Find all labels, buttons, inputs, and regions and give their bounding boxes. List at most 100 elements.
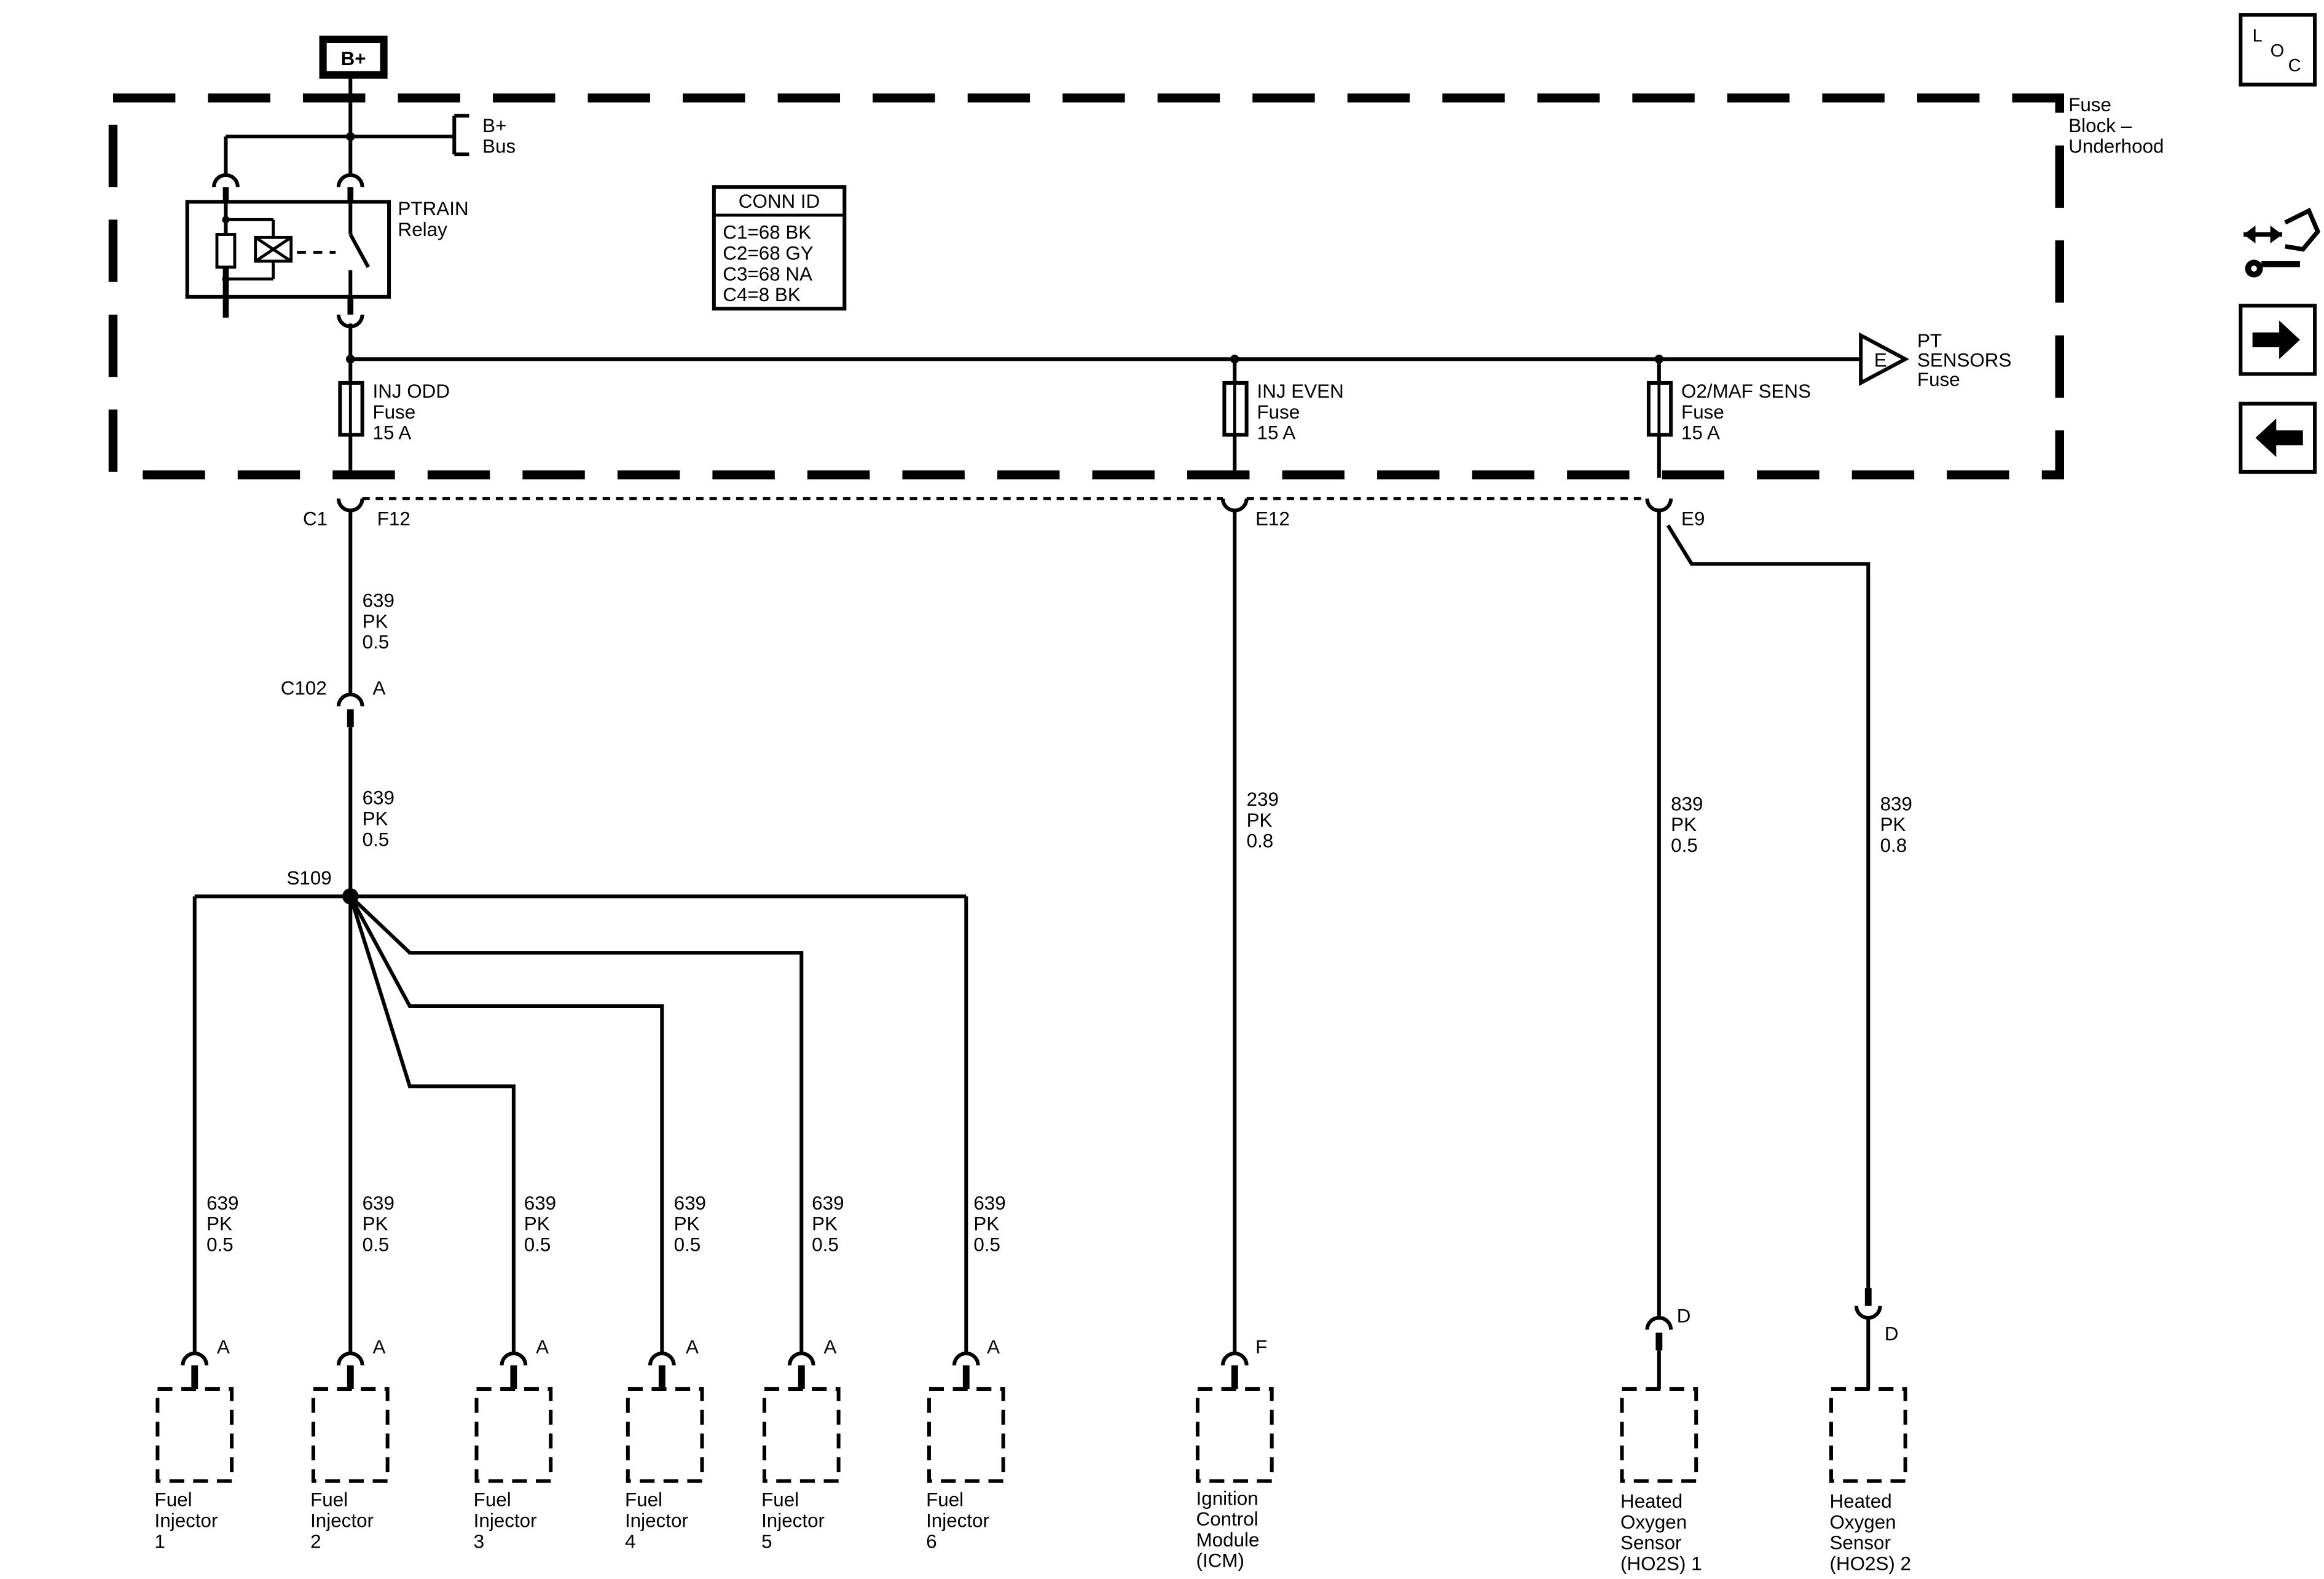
component-locator-icon[interactable] <box>2244 207 2321 278</box>
wire-icm: 239 PK 0.8 <box>1233 510 1279 1353</box>
svg-text:2: 2 <box>310 1530 321 1552</box>
svg-text:Heated: Heated <box>1830 1490 1892 1512</box>
svg-text:Sensor: Sensor <box>1830 1532 1891 1554</box>
svg-text:A: A <box>217 1336 230 1358</box>
svg-text:F: F <box>1255 1336 1267 1358</box>
svg-text:Injector: Injector <box>625 1510 688 1531</box>
svg-text:Oxygen: Oxygen <box>1830 1511 1896 1533</box>
svg-text:0.5: 0.5 <box>363 829 390 850</box>
svg-text:PT: PT <box>1917 330 1942 352</box>
loc-letter: L <box>2253 26 2263 46</box>
pt-sensors-reference[interactable]: E PT SENSORS Fuse <box>1859 330 2011 390</box>
svg-text:0.5: 0.5 <box>1671 835 1698 856</box>
svg-text:Module: Module <box>1196 1529 1260 1551</box>
connector-e9-label: E9 <box>1681 508 1705 530</box>
svg-text:O2/MAF SENS: O2/MAF SENS <box>1681 380 1811 402</box>
arrow-left-icon[interactable] <box>2239 401 2317 474</box>
component-fuel-injector-1[interactable]: A Fuel Injector 1 <box>155 1336 234 1552</box>
wire-inj-odd-trunk <box>336 510 364 897</box>
power-label: B+ <box>341 48 366 69</box>
conn-id-row: C1=68 BK <box>723 222 811 243</box>
svg-text:Fuel: Fuel <box>761 1489 799 1511</box>
svg-text:639: 639 <box>674 1192 706 1214</box>
svg-text:639: 639 <box>973 1192 1005 1214</box>
svg-text:0.5: 0.5 <box>206 1234 234 1255</box>
injector-wire-label: 639 PK 0.5 <box>812 1192 844 1256</box>
svg-text:PK: PK <box>363 808 388 829</box>
conn-id-row: C3=68 NA <box>723 263 812 285</box>
loc-letter: O <box>2271 41 2285 61</box>
svg-text:5: 5 <box>761 1530 772 1552</box>
svg-text:(ICM): (ICM) <box>1196 1550 1244 1572</box>
connector-c102-label: C102 <box>281 677 327 699</box>
svg-text:0.5: 0.5 <box>363 1234 390 1255</box>
wire-ho2s-1: 839 PK 0.5 <box>1657 510 1703 1318</box>
component-fuel-injector-6[interactable]: A Fuel Injector 6 <box>926 1336 1005 1552</box>
top-bus-wiring <box>224 78 469 175</box>
svg-text:(HO2S) 1: (HO2S) 1 <box>1620 1553 1702 1575</box>
injector-wire-label: 639 PK 0.5 <box>363 1192 395 1256</box>
svg-text:Fuse: Fuse <box>1917 369 1960 390</box>
splice-s109 <box>192 888 968 1353</box>
component-fuel-injector-4[interactable]: A Fuel Injector 4 <box>625 1336 704 1552</box>
component-icm[interactable]: F Ignition Control Module (ICM) <box>1195 1336 1274 1572</box>
svg-text:839: 839 <box>1880 793 1912 814</box>
svg-text:A: A <box>536 1336 549 1358</box>
svg-text:839: 839 <box>1671 793 1703 814</box>
svg-text:0.8: 0.8 <box>1880 835 1907 856</box>
wire-label: 639 PK 0.5 <box>363 787 395 851</box>
connector-c102-pin: A <box>373 677 386 699</box>
fuse-block-label: Fuse Block – Underhood <box>2068 94 2164 157</box>
component-ho2s-1[interactable]: D Heated Oxygen Sensor (HO2S) 1 <box>1620 1305 1702 1575</box>
svg-text:639: 639 <box>363 787 395 809</box>
connector-e12-label: E12 <box>1255 508 1290 530</box>
svg-text:Injector: Injector <box>474 1510 537 1531</box>
svg-text:PK: PK <box>363 1213 388 1235</box>
svg-text:SENSORS: SENSORS <box>1917 349 2011 371</box>
fuse-o2-maf-sens: O2/MAF SENS Fuse 15 A <box>1646 380 1811 478</box>
svg-text:Heated: Heated <box>1620 1490 1682 1512</box>
svg-text:A: A <box>824 1336 837 1358</box>
svg-text:Fuel: Fuel <box>474 1489 511 1511</box>
injector-wire-label: 639 PK 0.5 <box>674 1192 706 1256</box>
svg-text:Fuel: Fuel <box>310 1489 348 1511</box>
component-fuel-injector-3[interactable]: A Fuel Injector 3 <box>474 1336 553 1552</box>
svg-text:D: D <box>1677 1305 1691 1326</box>
svg-text:639: 639 <box>524 1192 556 1214</box>
svg-text:Oxygen: Oxygen <box>1620 1511 1687 1533</box>
svg-text:A: A <box>686 1336 699 1358</box>
svg-text:INJ EVEN: INJ EVEN <box>1257 380 1344 402</box>
arrow-right-icon[interactable] <box>2239 304 2317 376</box>
svg-text:Injector: Injector <box>155 1510 218 1531</box>
svg-text:Fuel: Fuel <box>155 1489 192 1511</box>
svg-text:Block –: Block – <box>2068 115 2132 136</box>
svg-text:PK: PK <box>812 1213 838 1235</box>
fuse-inj-even: INJ EVEN Fuse 15 A <box>1222 380 1344 478</box>
svg-text:Fuse: Fuse <box>1681 401 1724 423</box>
svg-text:PK: PK <box>206 1213 232 1235</box>
svg-text:1: 1 <box>155 1530 165 1552</box>
component-ho2s-2[interactable]: D Heated Oxygen Sensor (HO2S) 2 <box>1829 1288 1912 1575</box>
component-fuel-injector-2[interactable]: A Fuel Injector 2 <box>310 1336 390 1552</box>
svg-text:Fuel: Fuel <box>625 1489 662 1511</box>
svg-text:239: 239 <box>1247 789 1279 810</box>
svg-text:6: 6 <box>926 1530 936 1552</box>
component-fuel-injector-5[interactable]: A Fuel Injector 5 <box>761 1336 841 1552</box>
fuse-bus <box>346 323 1861 383</box>
loc-letter: C <box>2288 56 2301 76</box>
svg-text:A: A <box>987 1336 1000 1358</box>
bus-label: B+ Bus <box>482 115 516 157</box>
loc-button[interactable]: L O C <box>2239 13 2317 87</box>
svg-text:INJ ODD: INJ ODD <box>373 380 450 402</box>
svg-text:Injector: Injector <box>310 1510 374 1531</box>
ptrain-relay <box>185 173 391 329</box>
svg-text:PK: PK <box>674 1213 700 1235</box>
injector-wire-label: 639 PK 0.5 <box>206 1192 238 1256</box>
svg-text:639: 639 <box>812 1192 844 1214</box>
svg-text:0.5: 0.5 <box>363 631 390 653</box>
svg-text:639: 639 <box>206 1192 238 1214</box>
svg-text:E: E <box>1874 349 1887 371</box>
svg-text:Injector: Injector <box>926 1510 989 1531</box>
injector-wire-label: 639 PK 0.5 <box>524 1192 556 1256</box>
